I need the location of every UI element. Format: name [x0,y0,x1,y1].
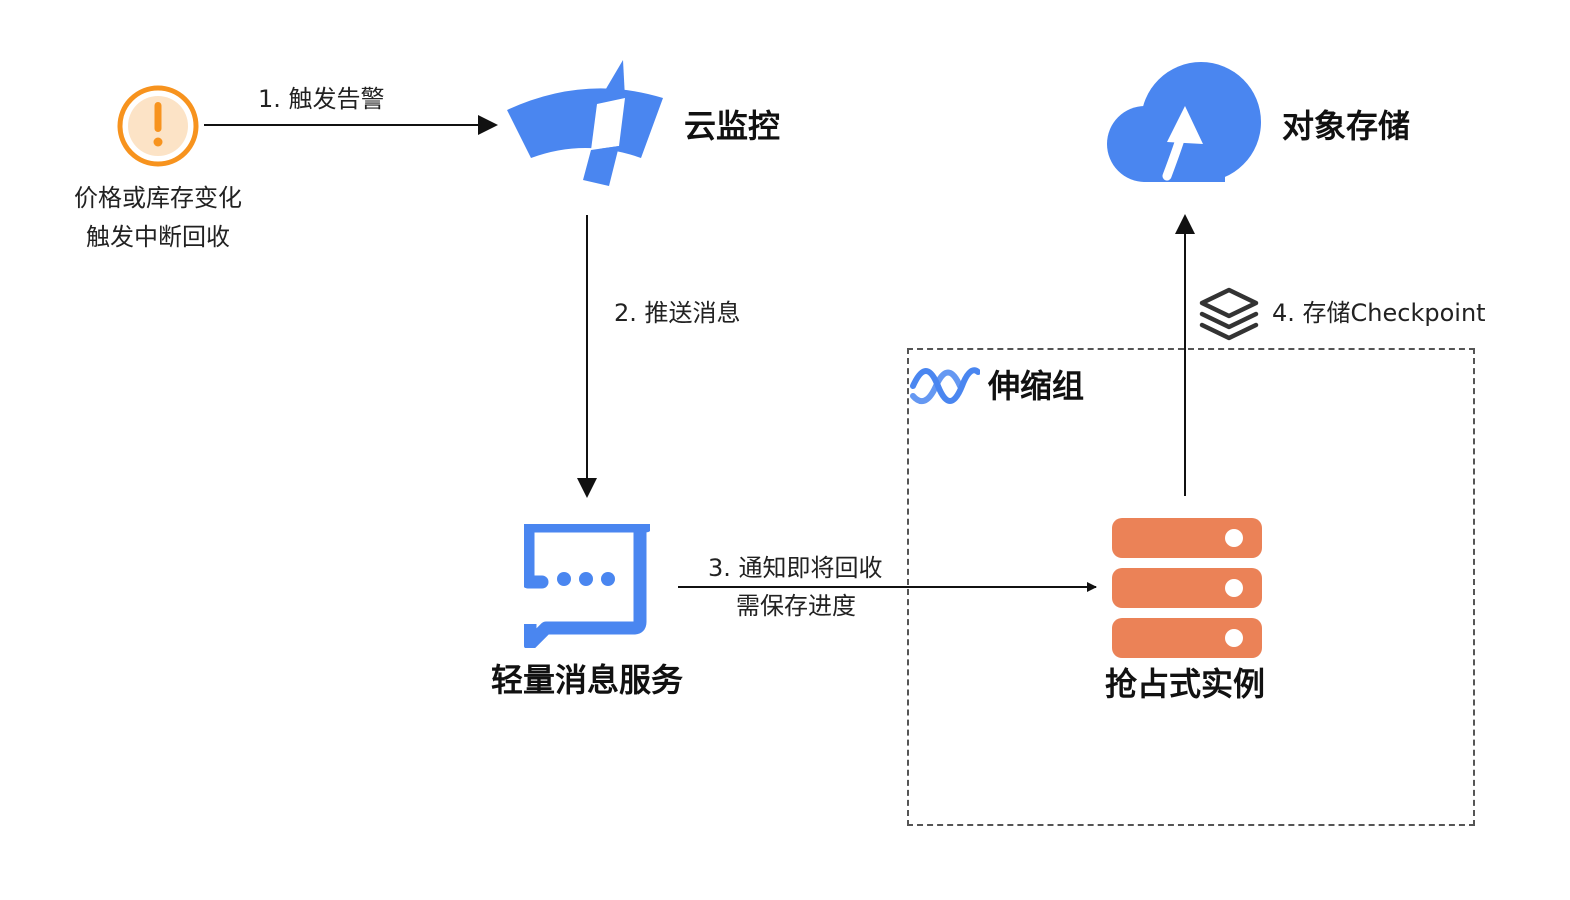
edge-label-trigger-alert: 1. 触发告警 [258,85,385,113]
message-service-label: 轻量消息服务 [490,661,683,699]
edge-label-save-progress: 需保存进度 [736,592,856,620]
scaling-group-label: 伸缩组 [988,367,1085,405]
alert-label-line1: 价格或库存变化 [74,184,242,212]
layers-icon [1199,287,1259,341]
edge-label-push-message: 2. 推送消息 [614,299,741,327]
spot-instance-label: 抢占式实例 [1104,665,1265,703]
cloud-monitor-icon [507,60,663,186]
message-service-chat-icon [524,524,650,648]
cloud-monitor-label: 云监控 [684,107,781,145]
object-storage-label: 对象存储 [1282,107,1411,145]
object-storage-cloud-icon [1107,62,1261,182]
edge-label-store-checkpoint: 4. 存储Checkpoint [1272,299,1486,327]
server-stack-icon [1112,518,1262,658]
warning-icon [117,85,199,167]
edge-label-notify-reclaim: 3. 通知即将回收 [708,554,883,582]
scaling-group-box [907,348,1475,826]
alert-label-line2: 触发中断回收 [86,223,230,251]
scaling-group-wave-icon [910,367,980,405]
